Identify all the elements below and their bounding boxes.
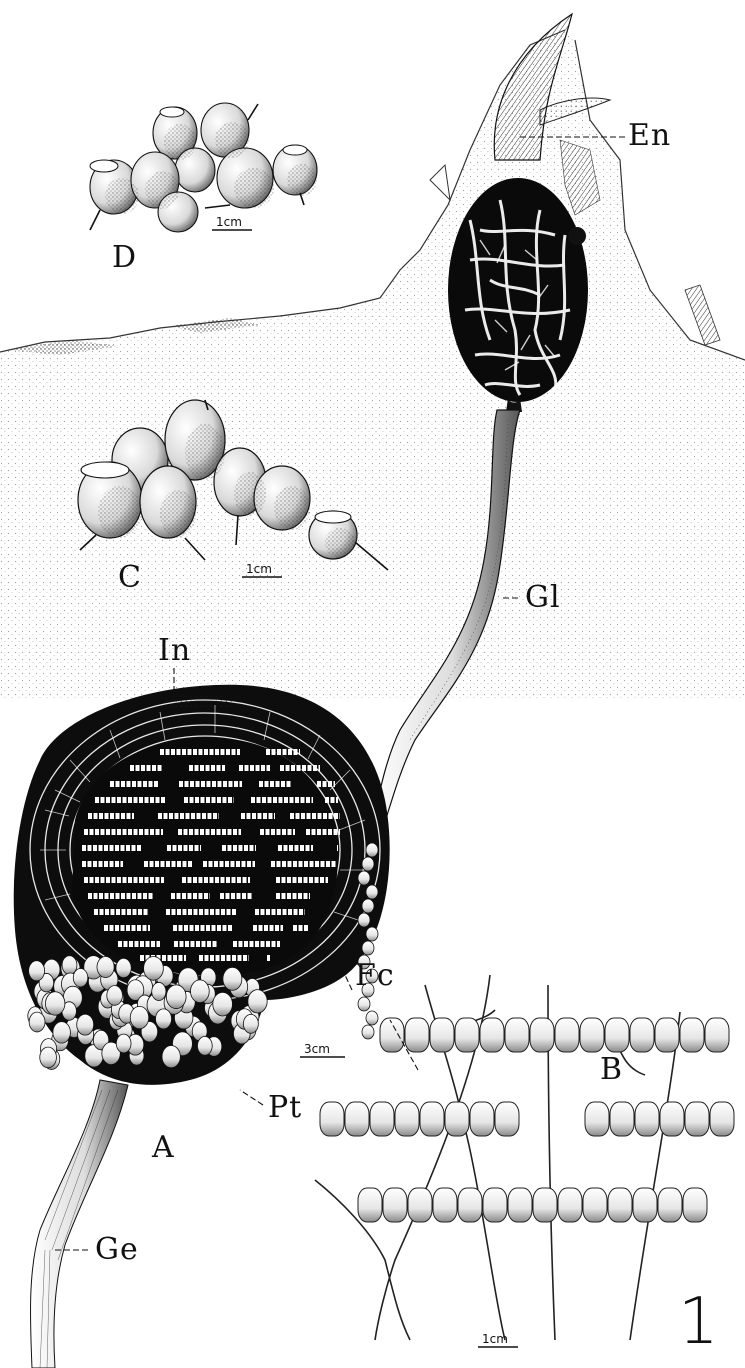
bead	[585, 1102, 609, 1136]
bead	[380, 1018, 404, 1052]
bead	[455, 1018, 479, 1052]
bead	[683, 1188, 707, 1222]
bead	[710, 1102, 734, 1136]
peridiole	[248, 990, 267, 1013]
label-ge: Ge	[95, 1232, 139, 1267]
label-en: En	[628, 118, 671, 153]
scale-bar-a-label: 3cm	[304, 1042, 330, 1056]
bead	[533, 1188, 557, 1222]
peridiole	[243, 1014, 258, 1033]
peridiole	[162, 1045, 180, 1067]
bead	[705, 1018, 729, 1052]
bead	[555, 1018, 579, 1052]
bead	[508, 1188, 532, 1222]
figure-number: 1	[678, 1285, 719, 1359]
label-in: In	[158, 633, 191, 668]
scale-bar-c-label: 1cm	[246, 562, 272, 576]
bead	[480, 1018, 504, 1052]
peridiole	[29, 1012, 45, 1032]
peridiole	[53, 1022, 71, 1044]
bead	[358, 1188, 382, 1222]
peridiole	[362, 899, 374, 913]
bead	[483, 1188, 507, 1222]
peridiole	[190, 980, 209, 1003]
bead	[505, 1018, 529, 1052]
bead	[658, 1188, 682, 1222]
peridiole	[213, 992, 233, 1016]
bead	[530, 1018, 554, 1052]
label-b: B	[600, 1052, 623, 1087]
peridiole	[29, 961, 45, 981]
peridiole	[73, 968, 88, 987]
bead	[558, 1188, 582, 1222]
label-a: A	[152, 1130, 175, 1165]
peridiole	[166, 985, 186, 1009]
peridiole	[362, 1025, 374, 1039]
peridiole	[362, 941, 374, 955]
bead	[445, 1102, 469, 1136]
bead	[580, 1018, 604, 1052]
peridiole	[45, 992, 64, 1015]
bead	[405, 1018, 429, 1052]
peridiole	[107, 986, 123, 1006]
peridiole	[197, 1036, 212, 1055]
bead	[433, 1188, 457, 1222]
bead	[430, 1018, 454, 1052]
bead	[655, 1018, 679, 1052]
bead	[630, 1018, 654, 1052]
peridiole	[366, 843, 378, 857]
bead	[583, 1188, 607, 1222]
bead	[345, 1102, 369, 1136]
bead	[408, 1188, 432, 1222]
bead	[633, 1188, 657, 1222]
peridiole	[144, 956, 164, 980]
label-gl: Gl	[525, 580, 561, 615]
bead	[660, 1102, 684, 1136]
cluster-d	[90, 103, 317, 232]
bead	[495, 1102, 519, 1136]
bead	[370, 1102, 394, 1136]
bead	[605, 1018, 629, 1052]
label-pt: Pt	[268, 1090, 302, 1125]
peridiole	[358, 871, 370, 885]
bead	[680, 1018, 704, 1052]
bead	[458, 1188, 482, 1222]
peridiole	[366, 1011, 378, 1025]
peridiole	[358, 913, 370, 927]
peridiole	[366, 885, 378, 899]
bead	[610, 1102, 634, 1136]
structure-a	[14, 685, 390, 1368]
bead	[420, 1102, 444, 1136]
peridiole	[156, 1009, 172, 1029]
peridiole	[362, 857, 374, 871]
bead	[383, 1188, 407, 1222]
peridiole	[366, 927, 378, 941]
bead	[470, 1102, 494, 1136]
scale-bar-d-label: 1cm	[216, 215, 242, 229]
panel-b	[315, 975, 734, 1347]
label-c: C	[118, 560, 142, 595]
peridiole	[223, 967, 242, 990]
peridiole	[130, 1006, 148, 1028]
bead	[685, 1102, 709, 1136]
scale-bar-b-label: 1cm	[482, 1332, 508, 1346]
peridiole	[152, 982, 166, 1000]
peridiole	[116, 1034, 131, 1053]
bead	[320, 1102, 344, 1136]
bead	[608, 1188, 632, 1222]
peridiole	[358, 997, 370, 1011]
peridiole	[97, 956, 114, 977]
bead	[395, 1102, 419, 1136]
label-fc: Fc	[355, 958, 395, 993]
peridiole	[116, 958, 131, 977]
peridiole	[77, 1014, 94, 1035]
peridiole	[40, 1047, 57, 1068]
bead	[635, 1102, 659, 1136]
label-d: D	[112, 240, 137, 275]
